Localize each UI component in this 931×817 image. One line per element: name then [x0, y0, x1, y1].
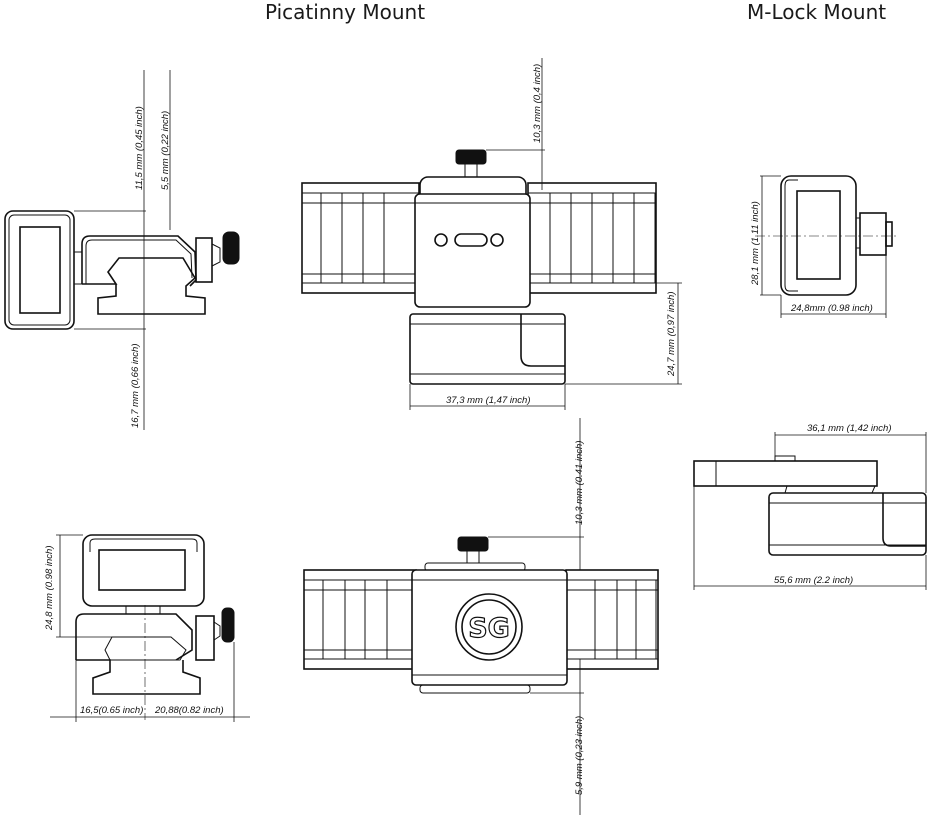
dim-pic-front-height: 24,7 mm (0,97 inch) — [666, 292, 677, 377]
dim-pic-side-top-b: 5,5 mm (0,22 inch) — [160, 111, 171, 190]
mlock-mount-title: M-Lock Mount — [747, 0, 887, 24]
dim-mlock-side-top: 36,1 mm (1,42 inch) — [807, 423, 891, 434]
picatinny-mount-title: Picatinny Mount — [265, 0, 426, 24]
dim-pic-front-top: 10,3 mm (0,4 inch) — [532, 64, 543, 143]
picatinny-front-view — [301, 58, 682, 410]
dim-pic-top-bottom: 5,9 mm (0,23 inch) — [574, 716, 585, 795]
mlock-side-view — [693, 432, 927, 590]
dim-mlock-side-total: 55,6 mm (2.2 inch) — [774, 575, 853, 586]
dim-pic-end-right: 20,88(0.82 inch) — [154, 705, 224, 716]
dim-pic-top-top: 10,3 mm (0.41 inch) — [574, 441, 585, 525]
picatinny-side-view — [4, 70, 240, 430]
picatinny-top-view: SG — [303, 418, 659, 815]
dim-mlock-width: 24,8mm (0.98 inch) — [790, 303, 873, 314]
sg-logo-icon: SG — [455, 593, 523, 661]
dim-mlock-height: 28,1 mm (1.11 inch) — [750, 201, 761, 286]
picatinny-end-view — [50, 534, 250, 722]
dim-pic-side-bottom: 16,7 mm (0,66 inch) — [130, 344, 141, 428]
dim-pic-side-top-a: 11,5 mm (0,45 inch) — [134, 106, 145, 190]
dim-pic-end-left: 16,5(0.65 inch) — [80, 705, 143, 716]
sg-logo-text: SG — [468, 613, 510, 644]
mlock-end-view — [755, 175, 896, 318]
dim-pic-front-width: 37,3 mm (1,47 inch) — [446, 395, 530, 406]
dim-pic-end-height: 24,8 mm (0.98 inch) — [44, 546, 55, 631]
